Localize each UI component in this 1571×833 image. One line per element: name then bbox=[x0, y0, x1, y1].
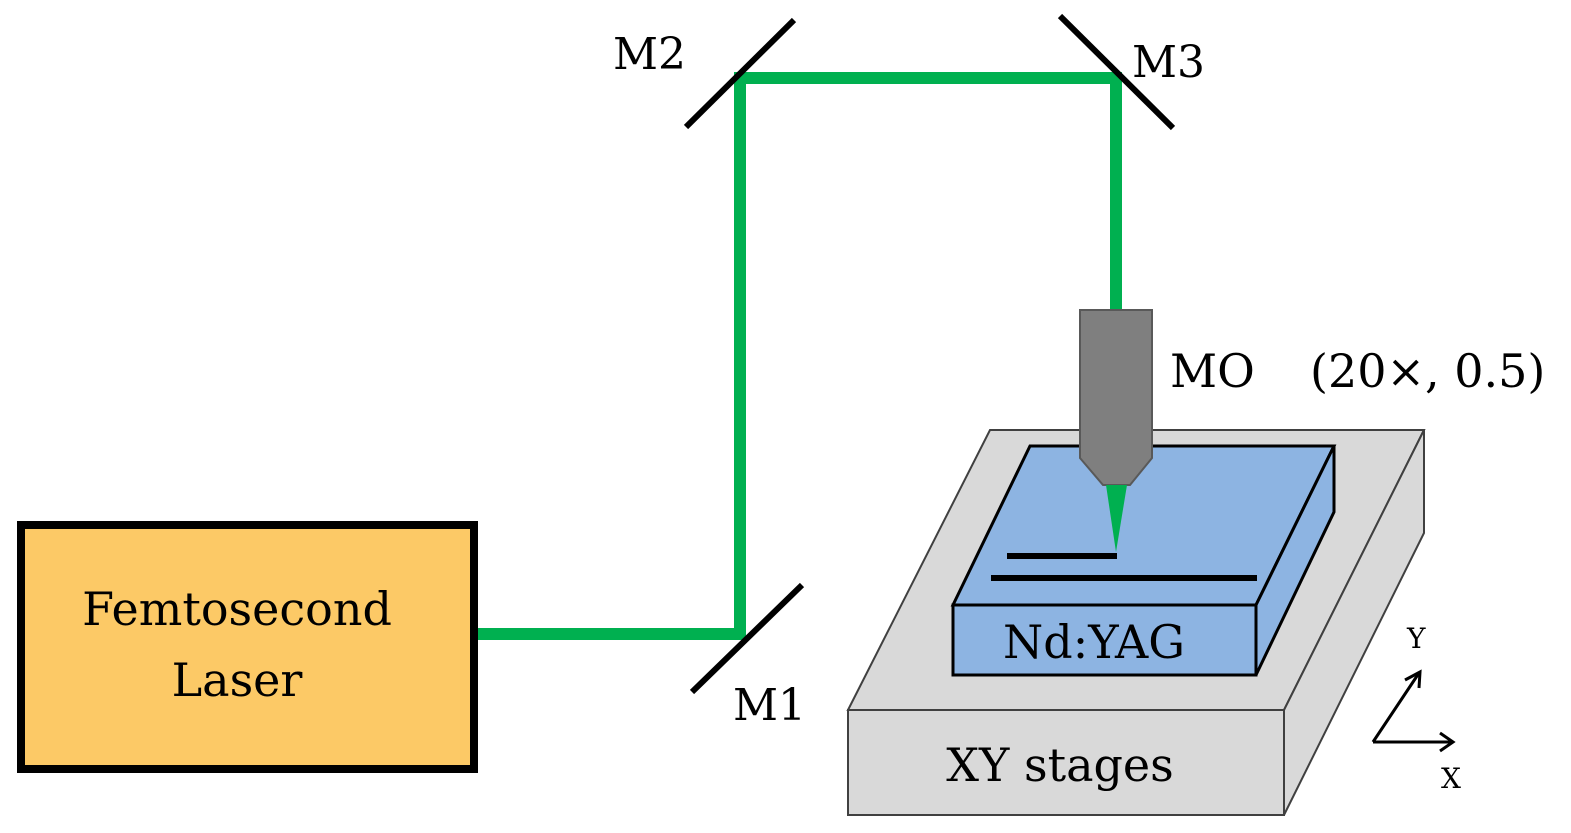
mirror-m2-label: M2 bbox=[613, 29, 686, 80]
y-axis-arrow bbox=[1371, 672, 1421, 743]
objective-label: MO bbox=[1170, 344, 1255, 398]
mirror-m1-label: M1 bbox=[733, 680, 806, 731]
mirror-m3 bbox=[1057, 13, 1176, 131]
nd-yag-sample: Nd:YAG bbox=[950, 444, 1337, 677]
mirror-m2 bbox=[683, 17, 797, 130]
y-axis-label: Y bbox=[1406, 622, 1426, 655]
objective-body bbox=[1079, 309, 1153, 486]
femtosecond-laser: Femtosecond Laser bbox=[17, 521, 478, 773]
laser-label-line2: Laser bbox=[172, 653, 303, 707]
xy-stage-front bbox=[847, 709, 1285, 816]
sample-front bbox=[951, 603, 1258, 677]
microscope-objective bbox=[1079, 309, 1153, 552]
xy-stage-label: XY stages bbox=[946, 738, 1174, 792]
x-axis-label: X bbox=[1441, 762, 1461, 795]
laser-label-line1: Femtosecond bbox=[82, 582, 392, 636]
laser-box bbox=[17, 521, 478, 773]
objective-spec: (20×, 0.5) bbox=[1310, 344, 1545, 398]
focused-beam bbox=[1106, 485, 1127, 552]
x-arrowhead-icon bbox=[1439, 731, 1456, 753]
axes-indicator: X Y bbox=[1371, 622, 1461, 795]
y-arrowhead-icon bbox=[1404, 669, 1422, 689]
mirror-m1 bbox=[689, 582, 805, 695]
mirror-m3-label: M3 bbox=[1132, 37, 1205, 88]
laser-beam bbox=[474, 72, 1122, 640]
sample-label: Nd:YAG bbox=[1003, 615, 1185, 669]
